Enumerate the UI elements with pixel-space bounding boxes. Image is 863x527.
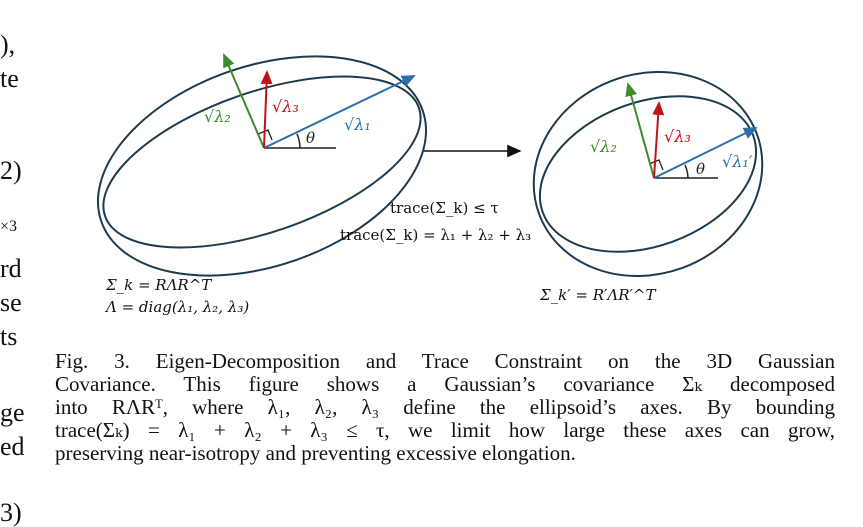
figure-caption: Fig. 3. Eigen-Decomposition and Trace Co…: [55, 350, 835, 465]
lambda3-label: √λ₃: [664, 127, 691, 146]
caption-line: Covariance. This figure shows a Gaussian…: [55, 372, 835, 396]
lambda2-axis: [223, 53, 265, 149]
ellipsoid-figure: √λ₂ √λ₃ √λ₁ θ Σ_k = RΛR^T Λ = diag(λ₁, λ…: [96, 53, 764, 316]
lambda1-label: √λ₁: [344, 115, 371, 134]
covariance-equation: Σ_k′ = R′ΛR′^T: [539, 286, 657, 304]
lambda-equation: Λ = diag(λ₁, λ₂, λ₃): [104, 298, 249, 316]
caption-line: preserving near-isotropy and preventing …: [55, 441, 576, 465]
lambda2-label: √λ₂: [590, 137, 617, 156]
left-column-fragment: ×3: [0, 218, 18, 235]
lambda2-axis: [625, 82, 655, 179]
lambda2-label: √λ₂: [204, 107, 231, 126]
right-angle-marker: [257, 129, 273, 141]
right-angle-marker: [648, 159, 664, 171]
left-column-fragment: ge: [0, 398, 25, 427]
left-column-fragment: ),: [0, 30, 16, 59]
inner-ellipse: [538, 95, 758, 253]
left-column-fragment: ts: [0, 322, 18, 351]
caption-line: into RΛRᵀ, where λ₁, λ₂, λ₃ define the e…: [55, 395, 835, 419]
lambda1-axis: [653, 127, 758, 179]
lambda3-label: √λ₃: [272, 97, 299, 116]
inner-ellipse: [102, 75, 422, 249]
left-column-fragment: se: [0, 288, 22, 317]
lambda1-axis: [263, 75, 416, 149]
outer-ellipse: [96, 55, 428, 277]
covariance-equation: Σ_k = RΛR^T: [105, 276, 212, 294]
lambda3-axis: [652, 101, 665, 179]
caption-line: trace(Σₖ) = λ₁ + λ₂ + λ₃ ≤ τ, we limit h…: [55, 418, 835, 442]
theta-label: θ: [696, 160, 705, 178]
outer-ellipse: [532, 70, 764, 278]
left-column-fragment: 3): [0, 498, 22, 527]
left-column-fragment: te: [0, 64, 19, 93]
trace-constraint-label: trace(Σ_k) ≤ τ: [390, 199, 499, 217]
left-column-fragment: rd: [0, 254, 22, 283]
trace-sum-label: trace(Σ_k) = λ₁ + λ₂ + λ₃: [340, 226, 531, 244]
left-column-fragment: ed: [0, 432, 25, 461]
theta-arc: [296, 133, 301, 149]
theta-label: θ: [306, 129, 315, 147]
right-ellipsoid: √λ₂ √λ₃ √λ₁′ θ Σ_k′ = R′ΛR′^T: [532, 70, 764, 304]
left-ellipsoid: √λ₂ √λ₃ √λ₁ θ Σ_k = RΛR^T Λ = diag(λ₁, λ…: [96, 53, 428, 316]
paper-page: ), te 2) ×3 rd se ts ge ed 3): [0, 30, 835, 526]
left-column-fragment: 2): [0, 156, 22, 185]
lambda1-label: √λ₁′: [722, 152, 753, 171]
theta-arc: [684, 164, 689, 179]
caption-line: Fig. 3. Eigen-Decomposition and Trace Co…: [55, 349, 835, 373]
lambda3-axis: [260, 70, 273, 149]
